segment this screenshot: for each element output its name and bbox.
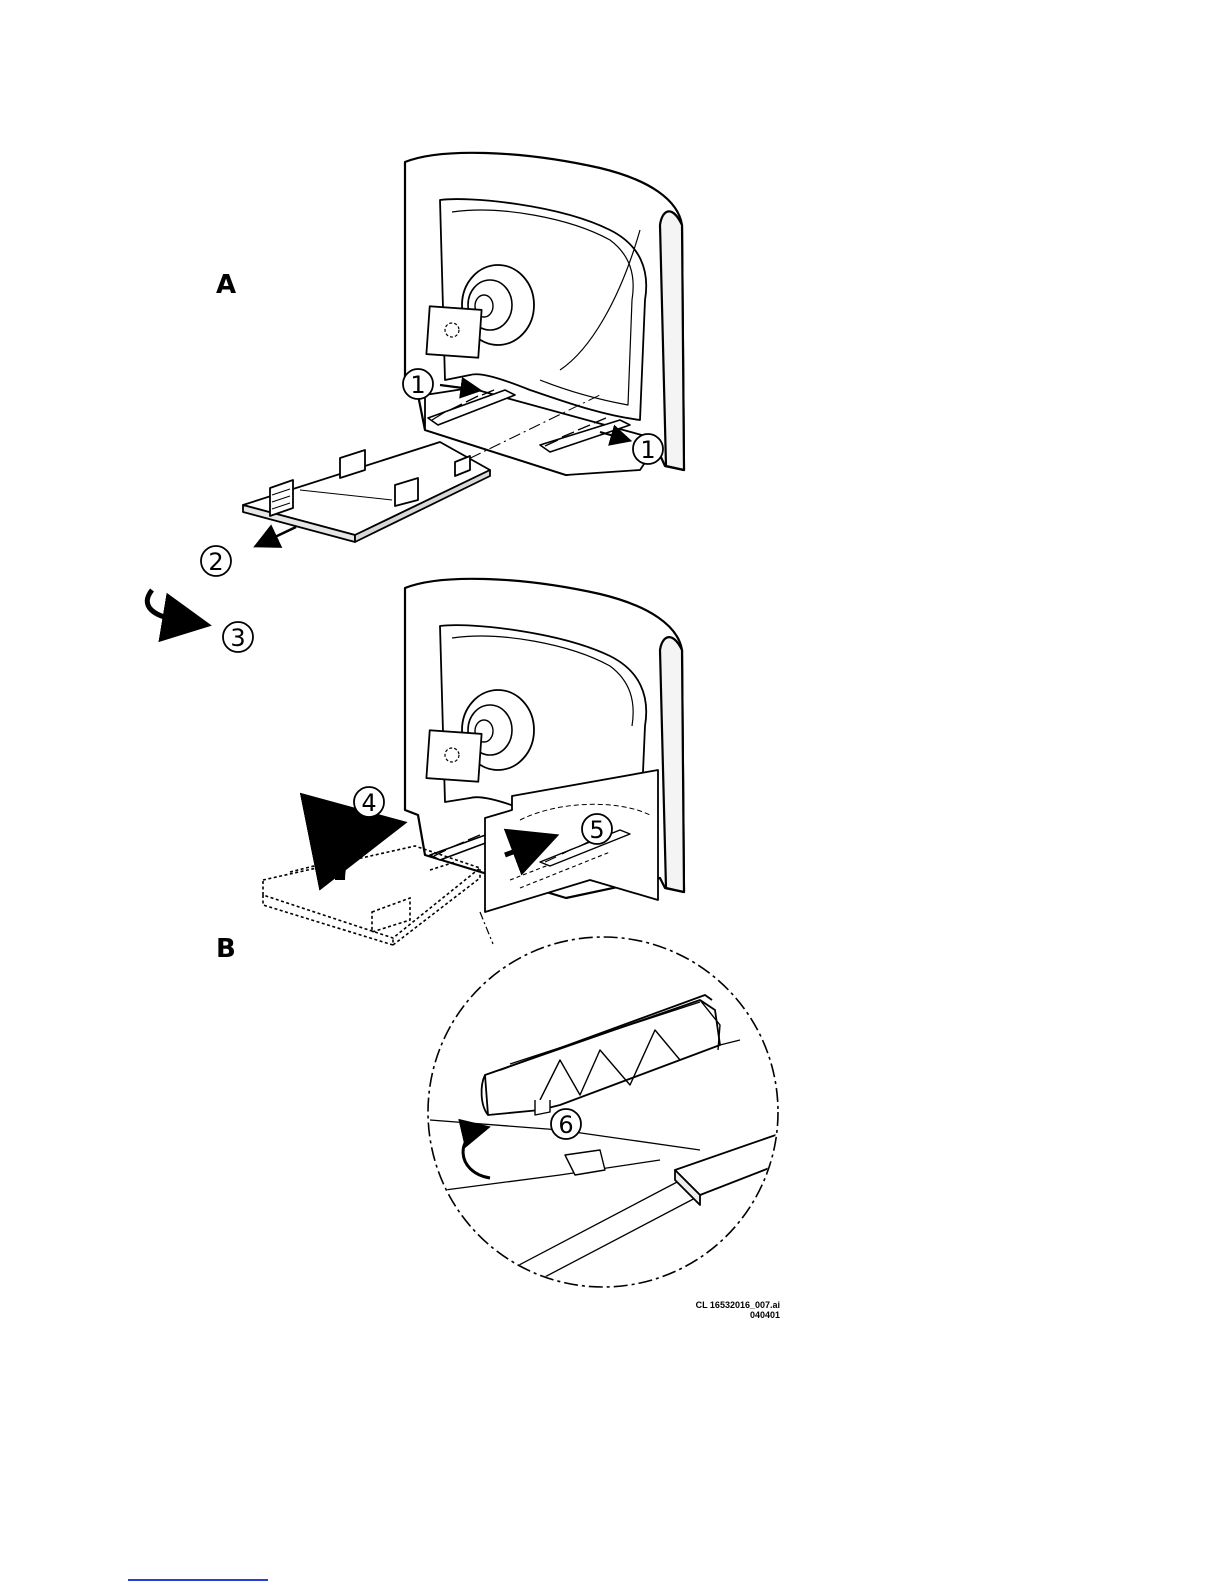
page-link-underline bbox=[128, 1579, 268, 1581]
callout-5-label: 5 bbox=[589, 816, 604, 844]
callout-5: 5 bbox=[582, 814, 612, 844]
tv-cabinet-top bbox=[405, 153, 684, 475]
callout-4: 4 bbox=[354, 787, 384, 817]
callout-1b: 1 bbox=[633, 434, 663, 464]
arrow-cable-bend bbox=[147, 590, 202, 624]
callout-3-label: 3 bbox=[230, 624, 245, 652]
detail-leader bbox=[480, 912, 493, 944]
callout-6: 6 bbox=[551, 1109, 581, 1139]
drawing-reference-id: CL 16532016_007.ai bbox=[660, 1300, 780, 1310]
callout-2-label: 2 bbox=[208, 548, 223, 576]
callout-1a-label: 1 bbox=[410, 371, 425, 399]
drawing-reference: CL 16532016_007.ai 040401 bbox=[660, 1300, 780, 1320]
arrow-tilt-up bbox=[340, 826, 388, 880]
callout-1a: 1 bbox=[403, 369, 433, 399]
callout-2: 2 bbox=[201, 546, 231, 576]
arrow-pull-out bbox=[258, 527, 296, 545]
callout-3: 3 bbox=[223, 622, 253, 652]
callout-4-label: 4 bbox=[361, 789, 376, 817]
chassis-board bbox=[243, 442, 490, 542]
callout-6-label: 6 bbox=[558, 1111, 573, 1139]
detail-circle bbox=[428, 937, 790, 1290]
drawing-reference-date: 040401 bbox=[660, 1310, 780, 1320]
callout-1b-label: 1 bbox=[640, 436, 655, 464]
